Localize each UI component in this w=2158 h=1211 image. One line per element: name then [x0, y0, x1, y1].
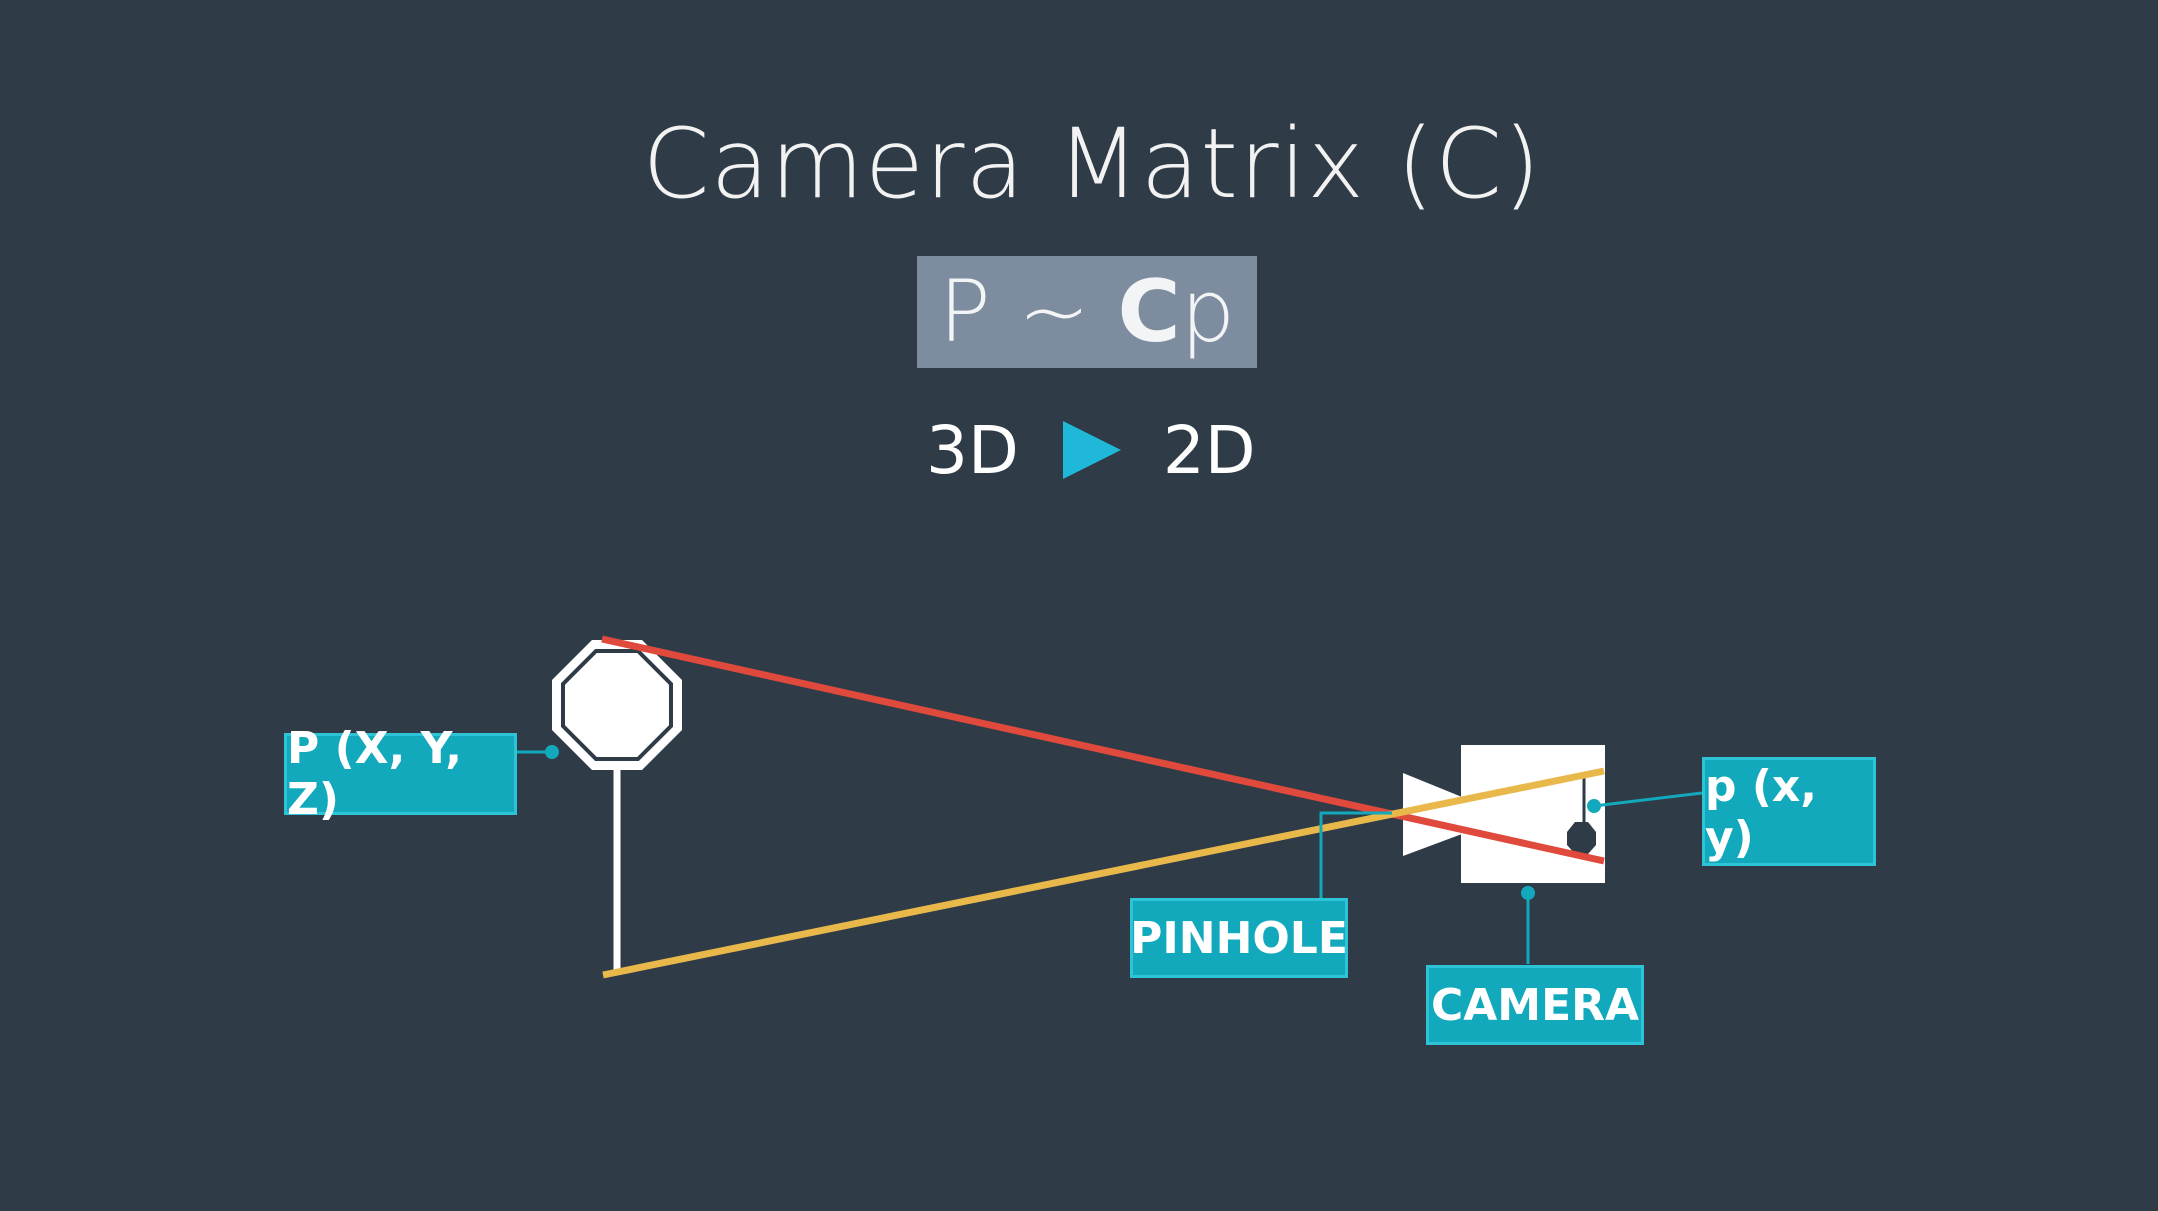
stop-sign-icon: [552, 640, 682, 770]
world-point-dot: [545, 745, 559, 759]
projection-to: 2D: [1162, 411, 1256, 489]
formula-left: P ~: [938, 262, 1118, 362]
page-title: Camera Matrix (C): [642, 108, 1542, 220]
image-point-leader: [1593, 791, 1703, 808]
image-point-label: p (x, y): [1702, 757, 1876, 866]
formula-right: p: [1180, 262, 1236, 362]
world-point-label: P (X, Y, Z): [284, 723, 517, 825]
pinhole-label: PINHOLE: [1130, 898, 1348, 978]
ray-bottom: [602, 767, 1605, 979]
camera-dot: [1521, 886, 1535, 900]
video-camera-icon: [1403, 745, 1605, 883]
camera-label: CAMERA: [1426, 965, 1644, 1045]
projection-from: 3D: [926, 411, 1019, 489]
ray-top: [601, 635, 1605, 865]
projection-row: 3D 2D: [926, 410, 1256, 490]
formula-box: P ~ C p: [917, 256, 1257, 368]
formula-bold: C: [1117, 262, 1181, 362]
pinhole-leader: [1319, 811, 1392, 900]
image-point-dot: [1587, 799, 1601, 813]
play-triangle-icon: [1062, 421, 1121, 479]
